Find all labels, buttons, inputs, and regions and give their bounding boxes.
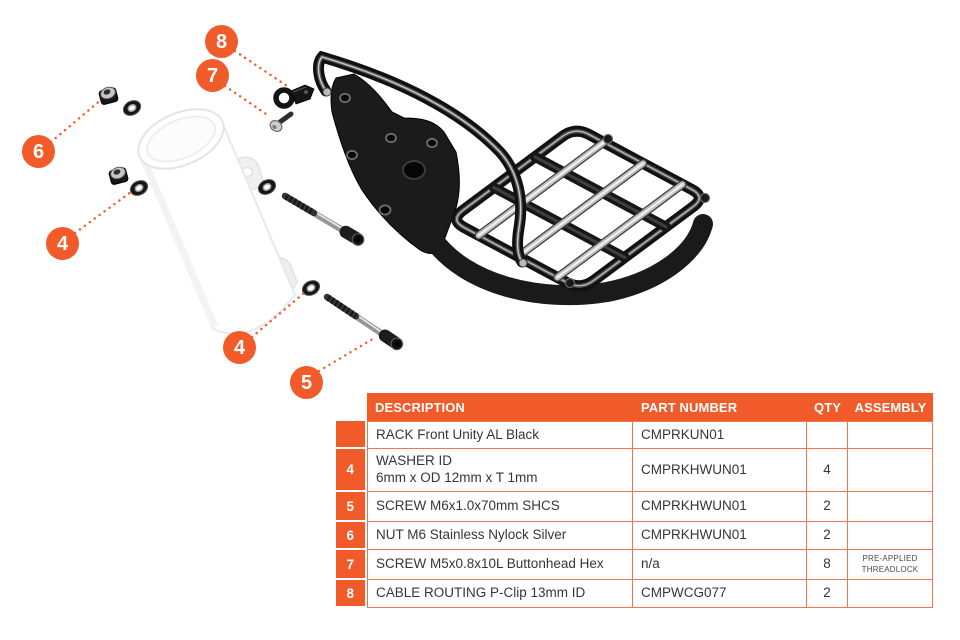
hardware-parts <box>98 84 404 351</box>
table-cell-assembly <box>848 580 933 608</box>
nut-part-6 <box>98 86 119 105</box>
table-cell-part-number: CMPWCG077 <box>633 580 807 608</box>
screw-part-5 <box>323 293 404 351</box>
table-cell-assembly <box>848 492 933 522</box>
table-header-spacer <box>336 393 367 421</box>
table-cell-assembly: PRE-APPLIED THREADLOCK <box>848 550 933 580</box>
nut-part-4 <box>108 166 129 185</box>
table-cell-description: NUT M6 Stainless Nylock Silver <box>367 522 633 550</box>
table-cell-description: RACK Front Unity AL Black <box>367 421 633 449</box>
screw-part-mid <box>281 192 365 246</box>
table-cell-description: SCREW M6x1.0x70mm SHCS <box>367 492 633 522</box>
callout-7: 7 <box>196 59 229 92</box>
callout-4-lower: 4 <box>223 331 256 364</box>
table-row-num: 4 <box>336 449 365 492</box>
table-header-assembly: ASSEMBLY <box>848 393 933 421</box>
buttonhead-screw-part <box>269 111 294 133</box>
table-cell-qty: 4 <box>807 449 848 492</box>
table-cell-qty: 2 <box>807 492 848 522</box>
table-cell-assembly <box>848 421 933 449</box>
parts-table: DESCRIPTION PART NUMBER QTY ASSEMBLY RAC… <box>336 393 933 608</box>
table-cell-part-number: CMPRKUN01 <box>633 421 807 449</box>
table-cell-description: WASHER ID 6mm x OD 12mm x T 1mm <box>367 449 633 492</box>
ghost-frame-tube <box>137 108 298 335</box>
table-cell-part-number: n/a <box>633 550 807 580</box>
rack-hoop-tube <box>313 50 528 268</box>
washer-part-4b <box>301 280 321 296</box>
table-cell-assembly <box>848 449 933 492</box>
washer-part-4a <box>129 180 149 196</box>
callout-8: 8 <box>205 25 238 58</box>
table-row-num: 8 <box>336 580 365 608</box>
table-row-num: 6 <box>336 522 365 550</box>
table-cell-qty: 2 <box>807 522 848 550</box>
leader-lines <box>49 49 378 373</box>
callout-6: 6 <box>22 135 55 168</box>
table-cell-part-number: CMPRKHWUN01 <box>633 492 807 522</box>
table-header-description: DESCRIPTION <box>367 393 633 421</box>
table-header-qty: QTY <box>807 393 848 421</box>
table-cell-qty: 8 <box>807 550 848 580</box>
rack-lower-arm <box>422 214 713 306</box>
callout-4-upper: 4 <box>46 227 79 260</box>
table-cell-description: SCREW M5x0.8x10L Buttonhead Hex <box>367 550 633 580</box>
table-cell-assembly <box>848 522 933 550</box>
table-row-num <box>336 421 365 449</box>
rack-illustration <box>313 50 713 306</box>
table-row-num: 5 <box>336 492 365 522</box>
table-row-num: 7 <box>336 550 365 580</box>
p-clip-part <box>273 84 315 109</box>
washer-part-mid <box>257 179 277 195</box>
table-cell-description: CABLE ROUTING P-Clip 13mm ID <box>367 580 633 608</box>
table-cell-qty: 2 <box>807 580 848 608</box>
table-header-part-number: PART NUMBER <box>633 393 807 421</box>
washer-part-6 <box>122 100 142 116</box>
table-cell-part-number: CMPRKHWUN01 <box>633 449 807 492</box>
table-cell-qty <box>807 421 848 449</box>
table-cell-part-number: CMPRKHWUN01 <box>633 522 807 550</box>
callout-5: 5 <box>290 366 323 399</box>
